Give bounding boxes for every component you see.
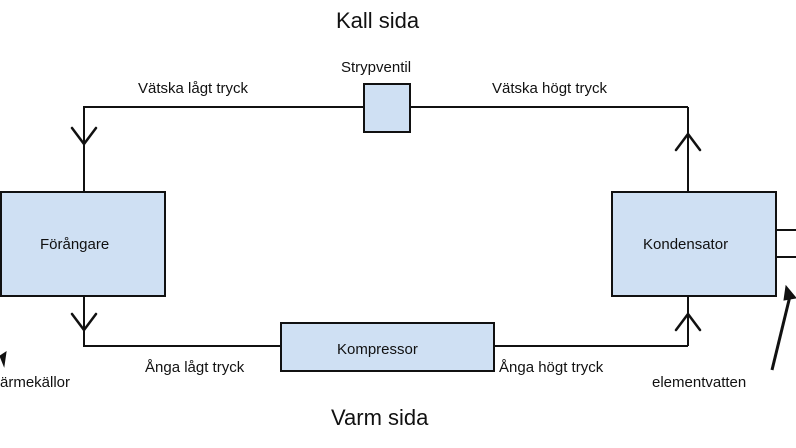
arrow-up-icon: [674, 311, 702, 332]
condenser-box: [611, 191, 777, 297]
flow-label-vapor-low: Ånga lågt tryck: [145, 359, 245, 376]
flow-label-liquid-low: Vätska lågt tryck: [138, 80, 249, 97]
bottom-pipe-left: [83, 296, 281, 347]
arrow-down-icon: [70, 126, 98, 147]
compressor-box: [280, 322, 495, 372]
flow-label-vapor-high: Ånga högt tryck: [499, 359, 604, 376]
pointer-arrow-right: [770, 295, 792, 371]
evaporator-label: Förångare: [40, 236, 110, 253]
top-pipe: [83, 106, 364, 192]
element-water-label: elementvatten: [652, 374, 747, 391]
bottom-title: Varm sida: [331, 405, 429, 430]
pointer-arrowhead-left-icon: [0, 350, 7, 368]
throttle-valve-label: Strypventil: [341, 59, 412, 76]
pointer-arrowhead-icon: [783, 284, 796, 301]
heat-source-label: ärmekällor: [0, 374, 71, 391]
condenser-label: Kondensator: [643, 236, 729, 253]
throttle-valve-box: [363, 83, 411, 133]
arrow-down-icon: [70, 312, 98, 333]
compressor-label: Kompressor: [337, 341, 418, 358]
flow-label-liquid-high: Vätska högt tryck: [492, 80, 608, 97]
evaporator-box: [0, 191, 166, 297]
top-title: Kall sida: [336, 8, 420, 33]
arrow-up-icon: [674, 131, 702, 152]
